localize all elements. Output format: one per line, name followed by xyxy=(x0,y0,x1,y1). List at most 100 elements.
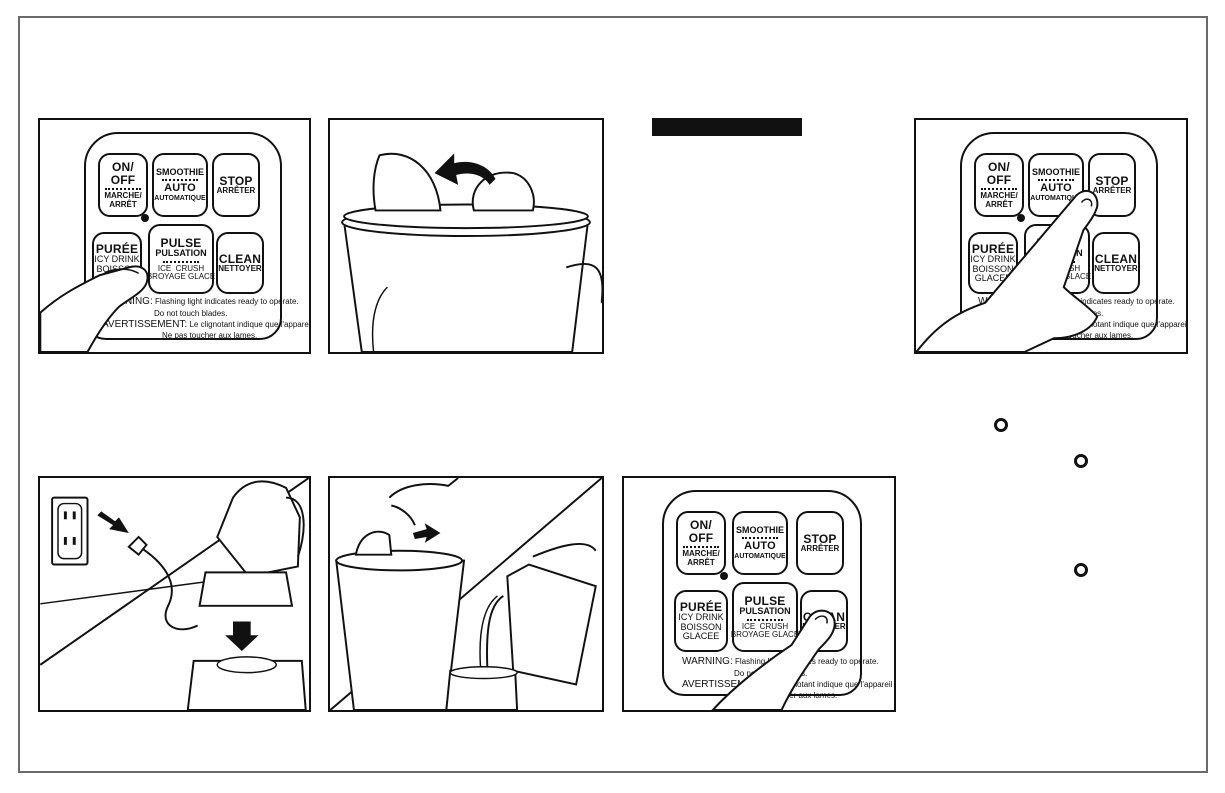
dotted-divider xyxy=(1039,260,1075,263)
page-frame xyxy=(18,16,1208,773)
smoothie-button[interactable]: SMOOTHIE AUTO AUTOMATIQUE xyxy=(1028,153,1084,217)
warning-label: WARNING: xyxy=(102,296,153,307)
puree-label: PURÉE xyxy=(95,241,139,256)
smoothie-label: SMOOTHIE xyxy=(155,166,204,177)
warning-line-3: Le clignotant indique que l'appareil est… xyxy=(189,319,311,329)
puree-sub-label: ICY DRINK BOISSON GLACEE xyxy=(678,612,724,642)
stop-sub-label: ARRÊTER xyxy=(800,544,840,554)
on-off-button[interactable]: ON/ OFF MARCHE/ ARRÊT xyxy=(98,153,148,217)
panel-clean-press: ON/ OFF MARCHE/ ARRÊT SMOOTHIE AUTO AUTO… xyxy=(622,476,896,712)
indicator-light xyxy=(141,214,149,222)
stop-button[interactable]: STOP ARRÊTER xyxy=(212,153,260,217)
puree-label: PURÉE xyxy=(679,599,723,614)
pulse-label: PULSE xyxy=(160,235,202,250)
warning-line-1: Flashing light indicates ready to operat… xyxy=(1030,297,1175,306)
on-off-label: ON/ OFF xyxy=(688,518,714,545)
warning-line-4: Ne pas toucher aux lames. xyxy=(162,331,258,340)
dotted-divider xyxy=(742,537,778,540)
auto-label: AUTO xyxy=(164,182,196,195)
smoothie-button[interactable]: SMOOTHIE AUTO AUTOMATIQUE xyxy=(152,153,208,217)
panel-lid-removal xyxy=(328,118,604,354)
pulsation-label: PULSATION xyxy=(1031,248,1083,259)
curved-arrow-icon xyxy=(434,153,496,185)
warning-line-4: Ne pas toucher aux lames. xyxy=(742,691,838,700)
puree-sub-label: ICY DRINK BOISSON GLACEE xyxy=(94,254,140,284)
automatique-label: AUTOMATIQUE xyxy=(154,194,206,202)
clean-label: CLEAN xyxy=(1094,251,1138,266)
indicator-light xyxy=(720,572,728,580)
stop-label: STOP xyxy=(1095,173,1129,188)
warning-line-2: Do not touch blades. xyxy=(1030,308,1104,318)
jar-lid-illustration xyxy=(341,152,602,352)
ice-crush-label: ICE CRUSH BROYAGE GLACÉ xyxy=(146,263,216,282)
smoothie-label: SMOOTHIE xyxy=(1031,166,1080,177)
on-off-label: ON/ OFF xyxy=(986,160,1012,187)
pulsation-label: PULSATION xyxy=(155,248,207,259)
dotted-divider xyxy=(981,188,1017,191)
dotted-divider xyxy=(747,618,783,621)
warning-label-fr: AVERTISSEMENT: xyxy=(102,318,188,330)
auto-label: AUTO xyxy=(744,540,776,553)
auto-label: AUTO xyxy=(1040,182,1072,195)
stop-button[interactable]: STOP ARRÊTER xyxy=(1088,153,1136,217)
pulse-button[interactable]: PULSE PULSATION ICE CRUSH BROYAGE GLACÉ xyxy=(730,582,800,652)
ice-crush-label: ICE CRUSH BROYAGE GLACÉ xyxy=(730,621,800,640)
smoothie-button[interactable]: SMOOTHIE AUTO AUTOMATIQUE xyxy=(732,511,788,575)
ring-bullet-icon xyxy=(1074,563,1088,577)
panel-unplug xyxy=(38,476,311,712)
stop-label: STOP xyxy=(219,173,253,188)
warning-line-2: Do not touch blades. xyxy=(734,668,808,678)
clean-button[interactable]: CLEAN NETTOYER xyxy=(1092,232,1140,294)
dotted-divider xyxy=(162,179,198,182)
stop-label: STOP xyxy=(803,531,837,546)
pulsation-label: PULSATION xyxy=(739,606,791,617)
indicator-light xyxy=(1017,214,1025,222)
panel-puree-press: ON/ OFF MARCHE/ ARRÊT SMOOTHIE AUTO AUTO… xyxy=(38,118,311,354)
dotted-divider xyxy=(163,260,199,263)
on-off-sub-label: MARCHE/ ARRÊT xyxy=(980,191,1018,209)
puree-button[interactable]: PURÉE ICY DRINK BOISSON GLACEE xyxy=(92,232,142,294)
section-heading-bar xyxy=(652,118,802,136)
warning-line-4: Ne pas toucher aux lames. xyxy=(1038,331,1134,340)
puree-button[interactable]: PURÉE ICY DRINK BOISSON GLACEE xyxy=(674,590,728,652)
warning-label-fr: AVERTISSEMENT: xyxy=(682,678,768,690)
smoothie-label: SMOOTHIE xyxy=(735,524,784,535)
on-off-sub-label: MARCHE/ ARRÊT xyxy=(104,191,142,209)
stop-button[interactable]: STOP ARRÊTER xyxy=(796,511,844,575)
puree-sub-label: ICY DRINK BOISSON GLACEE xyxy=(970,254,1016,284)
dotted-divider xyxy=(683,546,719,549)
on-off-button[interactable]: ON/ OFF MARCHE/ ARRÊT xyxy=(974,153,1024,217)
clean-button[interactable]: CLEAN NETTOYER xyxy=(216,232,264,294)
ice-crush-label: ICE CRUSH BROYAGE GLACÉ xyxy=(1022,263,1092,282)
pulse-label: PULSE xyxy=(744,593,786,608)
warning-label: WARNING: xyxy=(682,656,733,667)
wall-outlet-icon xyxy=(51,496,89,566)
on-off-label: ON/ OFF xyxy=(110,160,136,187)
pouring-illustration xyxy=(330,478,602,710)
warning-text: WARNING: Flashing light indicates ready … xyxy=(682,656,894,701)
dotted-divider xyxy=(105,188,141,191)
warning-line-1: Flashing light indicates ready to operat… xyxy=(154,297,299,306)
warning-line-1: Flashing light indicates ready to operat… xyxy=(734,657,879,666)
stop-sub-label: ARRÊTER xyxy=(1092,186,1132,196)
automatique-label: AUTOMATIQUE xyxy=(734,552,786,560)
warning-line-2: Do not touch blades. xyxy=(154,308,228,318)
clean-sub-label: NETTOYER xyxy=(218,264,262,274)
on-off-button[interactable]: ON/ OFF MARCHE/ ARRÊT xyxy=(676,511,726,575)
stop-sub-label: ARRÊTER xyxy=(216,186,256,196)
panel-pouring xyxy=(328,476,604,712)
warning-label: WARNING: xyxy=(978,296,1029,307)
pulse-button[interactable]: PULSE PULSATION ICE CRUSH BROYAGE GLACÉ xyxy=(146,224,216,294)
puree-button[interactable]: PURÉE ICY DRINK BOISSON GLACEE xyxy=(968,232,1018,294)
warning-line-3: Le clignotant indique que l'appareil est… xyxy=(1065,319,1188,329)
unplug-illustration xyxy=(40,478,309,710)
clean-sub-label: NETTOYER xyxy=(1094,264,1138,274)
ring-bullet-icon xyxy=(994,418,1008,432)
automatique-label: AUTOMATIQUE xyxy=(1030,194,1082,202)
pulse-button[interactable]: PULSE PULSATION ICE CRUSH BROYAGE GLACÉ xyxy=(1022,224,1092,294)
warning-text: WARNING: Flashing light indicates ready … xyxy=(978,296,1188,341)
clean-button[interactable]: CLEAN NETTOYER xyxy=(800,590,848,652)
clean-sub-label: NETTOYER xyxy=(802,622,846,632)
warning-line-3: Le clignotant indique que l'appareil est… xyxy=(769,679,894,689)
clean-label: CLEAN xyxy=(218,251,262,266)
